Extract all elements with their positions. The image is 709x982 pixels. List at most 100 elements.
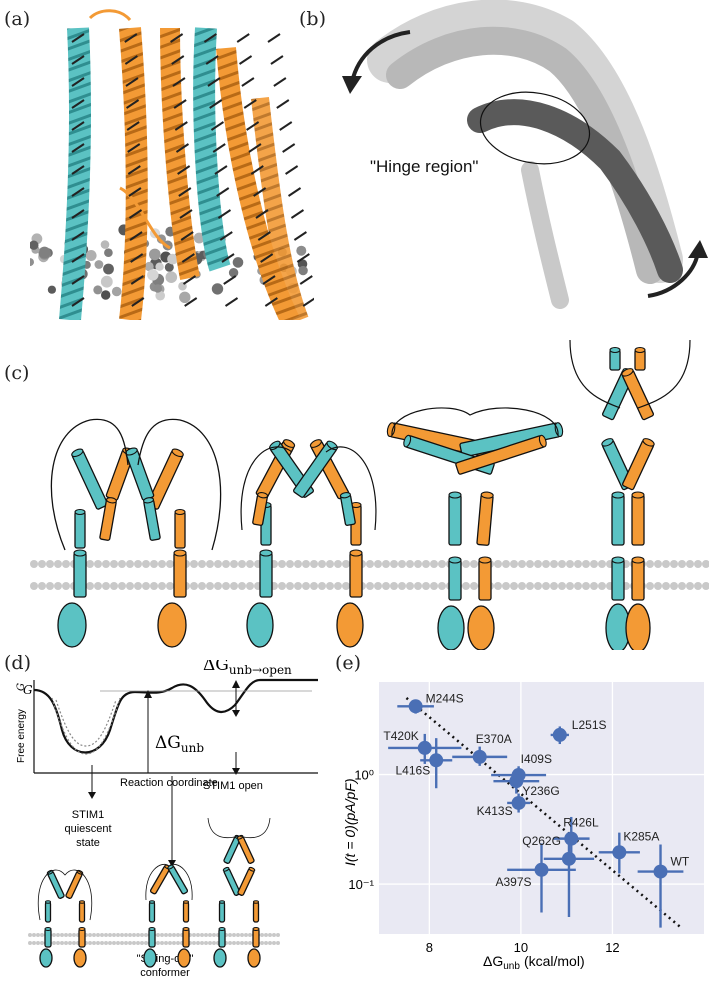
displacement-arrow-icon bbox=[246, 121, 260, 131]
displacement-arrow-icon bbox=[71, 275, 85, 285]
point-label: K285A bbox=[623, 829, 659, 843]
membrane-bead bbox=[134, 582, 142, 590]
helix-cylinder bbox=[148, 926, 156, 948]
membrane-bead bbox=[60, 933, 64, 937]
membrane-bead bbox=[200, 941, 204, 945]
membrane-bead bbox=[646, 560, 654, 568]
lipid-bead bbox=[94, 260, 104, 269]
data-point bbox=[612, 845, 627, 860]
helix-cylinder bbox=[448, 491, 462, 546]
membrane-bead bbox=[108, 933, 112, 937]
membrane-bead bbox=[204, 941, 208, 945]
membrane-bead bbox=[278, 560, 286, 568]
displacement-arrow-icon bbox=[71, 55, 85, 65]
displacement-arrow-icon bbox=[174, 121, 188, 131]
membrane-bead bbox=[276, 933, 280, 937]
helix-cylinder bbox=[455, 434, 547, 475]
membrane-bead bbox=[204, 933, 208, 937]
membrane-bead bbox=[144, 941, 148, 945]
membrane-bead bbox=[272, 933, 276, 937]
membrane-bead bbox=[326, 582, 334, 590]
luminal-domain bbox=[143, 948, 157, 968]
point-label: M244S bbox=[426, 691, 464, 705]
membrane-bead bbox=[260, 941, 264, 945]
membrane-bead bbox=[342, 582, 350, 590]
membrane-bead bbox=[240, 941, 244, 945]
membrane-bead bbox=[678, 582, 686, 590]
lipid-bead bbox=[164, 262, 174, 272]
displacement-arrow-icon bbox=[207, 77, 221, 87]
label-quiescent-line3: state bbox=[76, 837, 100, 849]
lipid-bead bbox=[100, 275, 113, 288]
membrane-bead bbox=[28, 941, 32, 945]
membrane-bead bbox=[140, 941, 144, 945]
membrane-bead bbox=[550, 582, 558, 590]
membrane-bead bbox=[318, 560, 326, 568]
membrane-bead bbox=[694, 582, 702, 590]
displacement-arrow-icon bbox=[71, 99, 85, 109]
displacement-arrow-icon bbox=[223, 275, 237, 285]
data-point bbox=[552, 727, 567, 742]
lipid-bead bbox=[101, 290, 111, 300]
displacement-arrow-icon bbox=[282, 143, 296, 153]
membrane-bead bbox=[518, 560, 526, 568]
data-point bbox=[561, 851, 576, 866]
membrane-bead bbox=[222, 560, 230, 568]
displacement-arrow-icon bbox=[71, 143, 85, 153]
helix-cylinder bbox=[173, 549, 187, 598]
membrane-bead bbox=[236, 933, 240, 937]
lipid-bead bbox=[232, 257, 244, 268]
helix-cylinder bbox=[609, 346, 621, 371]
membrane-bead bbox=[62, 560, 70, 568]
membrane-bead bbox=[60, 941, 64, 945]
displacement-arrow-icon bbox=[71, 209, 85, 219]
displacement-arrow-icon bbox=[71, 297, 85, 307]
displacement-arrow-icon bbox=[125, 77, 139, 87]
displacement-arrow-icon bbox=[267, 33, 281, 43]
point-label: Q262G bbox=[522, 834, 561, 848]
displacement-arrow-icon bbox=[250, 165, 264, 175]
displacement-arrow-icon bbox=[71, 77, 85, 87]
membrane-bead bbox=[40, 933, 44, 937]
hinge-region-label: "Hinge region" bbox=[370, 157, 478, 176]
membrane-bead bbox=[542, 560, 550, 568]
membrane-bead bbox=[430, 582, 438, 590]
membrane-bead bbox=[422, 560, 430, 568]
displacement-arrow-icon bbox=[178, 187, 192, 197]
membrane-bead bbox=[702, 560, 709, 568]
displacement-arrow-icon bbox=[270, 55, 284, 65]
luminal-domain bbox=[247, 948, 261, 968]
membrane-bead bbox=[118, 582, 126, 590]
displacement-arrow-icon bbox=[131, 297, 145, 307]
y-tick-label: 10⁰ bbox=[354, 768, 374, 783]
panel-label-a: (a) bbox=[4, 8, 31, 30]
membrane-bead bbox=[32, 933, 36, 937]
y-axis-symbol: G bbox=[16, 683, 27, 691]
membrane-bead bbox=[318, 582, 326, 590]
label-swing-line2: conformer bbox=[140, 967, 190, 979]
displacement-arrow-icon bbox=[180, 231, 194, 241]
lipid-bead bbox=[167, 253, 179, 265]
displacement-arrow-icon bbox=[209, 99, 223, 109]
membrane-bead bbox=[172, 933, 176, 937]
membrane-bead bbox=[542, 582, 550, 590]
helix-cylinder bbox=[46, 869, 65, 899]
membrane-bead bbox=[526, 560, 534, 568]
displacement-arrow-icon bbox=[128, 209, 143, 219]
displacement-arrow-icon bbox=[71, 253, 85, 263]
membrane-bead bbox=[574, 582, 582, 590]
displacement-arrow-icon bbox=[173, 99, 187, 109]
displacement-arrow-icon bbox=[184, 297, 198, 307]
membrane-bead bbox=[120, 933, 124, 937]
membrane-bead bbox=[120, 941, 124, 945]
membrane-bead bbox=[590, 582, 598, 590]
panel-b-hinge-render: "Hinge region" bbox=[342, 0, 708, 309]
membrane-bead bbox=[662, 582, 670, 590]
lipid-bead bbox=[104, 248, 113, 257]
membrane-bead bbox=[244, 941, 248, 945]
membrane-bead bbox=[264, 941, 268, 945]
data-point bbox=[472, 749, 487, 764]
membrane-bead bbox=[334, 560, 342, 568]
membrane-bead bbox=[176, 941, 180, 945]
g-tick-label: G bbox=[23, 683, 33, 697]
